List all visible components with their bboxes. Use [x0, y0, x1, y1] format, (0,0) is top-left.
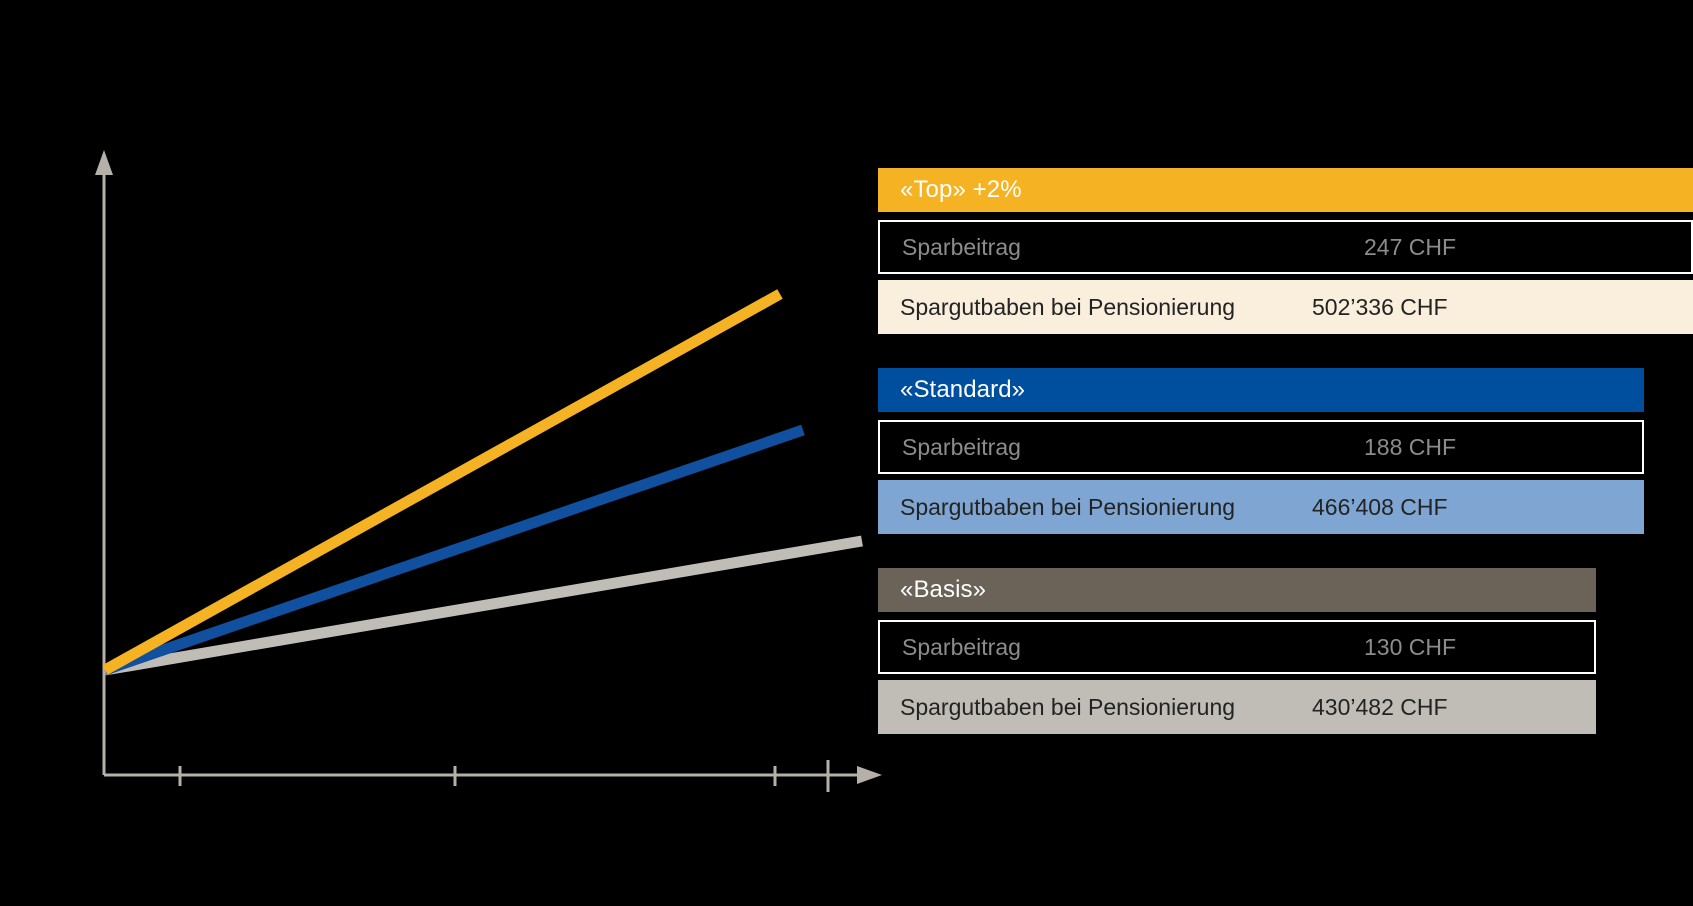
- row-value: 430’482 CHF: [1312, 693, 1448, 720]
- plan-card-standard-row-spargutbaben: Spargutbaben bei Pensionierung 466’408 C…: [878, 480, 1644, 534]
- row-value: 502’336 CHF: [1312, 293, 1448, 320]
- savings-growth-chart: [95, 150, 882, 792]
- plan-card-top-header: «Top» +2%: [878, 168, 1693, 212]
- row-label: Sparbeitrag: [902, 633, 1021, 660]
- row-label: Spargutbaben bei Pensionierung: [900, 693, 1236, 720]
- chart-svg: [95, 150, 882, 792]
- series-line-top: [102, 289, 783, 675]
- row-label: Spargutbaben bei Pensionierung: [900, 293, 1236, 320]
- row-value: 130 CHF: [1364, 633, 1457, 660]
- plan-card-standard-header: «Standard»: [878, 368, 1644, 412]
- plan-card-basis-row-spargutbaben: Spargutbaben bei Pensionierung 430’482 C…: [878, 680, 1596, 734]
- plan-card-basis-header: «Basis»: [878, 568, 1596, 612]
- row-value: 466’408 CHF: [1312, 493, 1448, 520]
- y-axis: [95, 150, 113, 775]
- x-axis: [104, 760, 882, 792]
- y-axis-arrow-icon: [95, 150, 113, 175]
- spacer: [878, 212, 1693, 220]
- plan-comparison-panel: «Top» +2% Sparbeitrag 247 CHF Spargutbab…: [878, 168, 1693, 768]
- series-line-basis: [104, 535, 863, 676]
- x-axis-arrow-icon: [857, 766, 882, 784]
- plan-card-standard-row-sparbeitrag: Sparbeitrag 188 CHF: [878, 420, 1644, 474]
- plan-card-standard[interactable]: «Standard» Sparbeitrag 188 CHF Spargutba…: [878, 368, 1644, 534]
- row-value: 247 CHF: [1364, 233, 1457, 260]
- spacer: [878, 612, 1596, 620]
- plan-card-basis[interactable]: «Basis» Sparbeitrag 130 CHF Spargutbaben…: [878, 568, 1596, 734]
- row-label: Spargutbaben bei Pensionierung: [900, 493, 1236, 520]
- row-label: Sparbeitrag: [902, 233, 1021, 260]
- plan-card-top-row-sparbeitrag: Sparbeitrag 247 CHF: [878, 220, 1693, 274]
- plan-card-basis-row-sparbeitrag: Sparbeitrag 130 CHF: [878, 620, 1596, 674]
- plan-card-top-row-spargutbaben: Spargutbaben bei Pensionierung 502’336 C…: [878, 280, 1693, 334]
- series-line-standard: [103, 424, 805, 676]
- plan-card-top[interactable]: «Top» +2% Sparbeitrag 247 CHF Spargutbab…: [878, 168, 1693, 334]
- row-value: 188 CHF: [1364, 433, 1457, 460]
- row-label: Sparbeitrag: [902, 433, 1021, 460]
- spacer: [878, 412, 1644, 420]
